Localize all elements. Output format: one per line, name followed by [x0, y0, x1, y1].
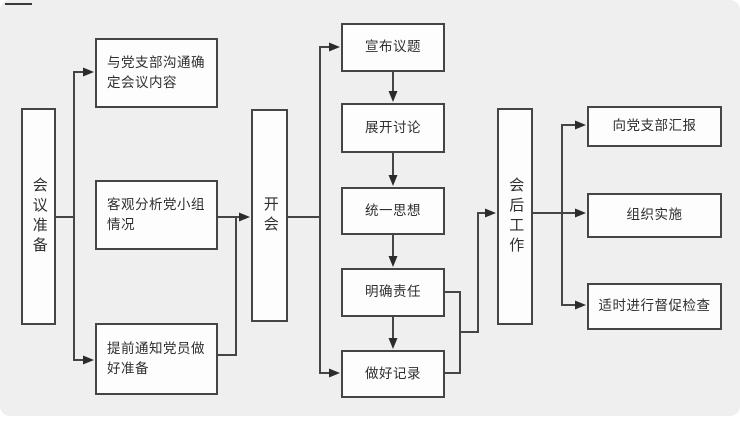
step-clarify-responsibility: 明确责任 — [341, 268, 445, 317]
connector-step3-merge — [218, 218, 237, 356]
top-left-line-artifact — [5, 3, 32, 5]
step-open-discussion: 展开讨论 — [341, 103, 445, 153]
stage-post-meeting-work: 会后工作 — [497, 108, 533, 325]
step-report-to-branch: 向党支部汇报 — [587, 106, 722, 147]
step-announce-agenda: 宣布议题 — [341, 23, 445, 72]
step-organize-implementation: 组织实施 — [587, 193, 722, 238]
connector-prep-to-step3 — [73, 217, 94, 365]
stage-meeting-preparation: 会议准备 — [21, 108, 56, 325]
step-notify-members: 提前通知党员做好准备 — [95, 323, 218, 395]
connector-post-to-report — [561, 120, 586, 213]
connector-merge-to-post — [460, 208, 496, 333]
step-analyze-group-situation: 客观分析党小组情况 — [95, 180, 218, 250]
connector-merge-right — [445, 291, 461, 374]
connector-prep-to-step1 — [73, 67, 94, 217]
step-keep-records: 做好记录 — [341, 350, 445, 398]
step-unify-thinking: 统一思想 — [341, 187, 445, 235]
step-supervise-inspect: 适时进行督促检查 — [587, 283, 722, 330]
stage-hold-meeting: 开会 — [251, 109, 288, 322]
connector-meeting-to-agenda — [319, 42, 340, 217]
connector-post-to-inspect — [561, 213, 586, 310]
step-communicate-with-branch: 与党支部沟通确定会议内容 — [95, 38, 218, 108]
connector-meeting-to-records — [319, 217, 340, 378]
